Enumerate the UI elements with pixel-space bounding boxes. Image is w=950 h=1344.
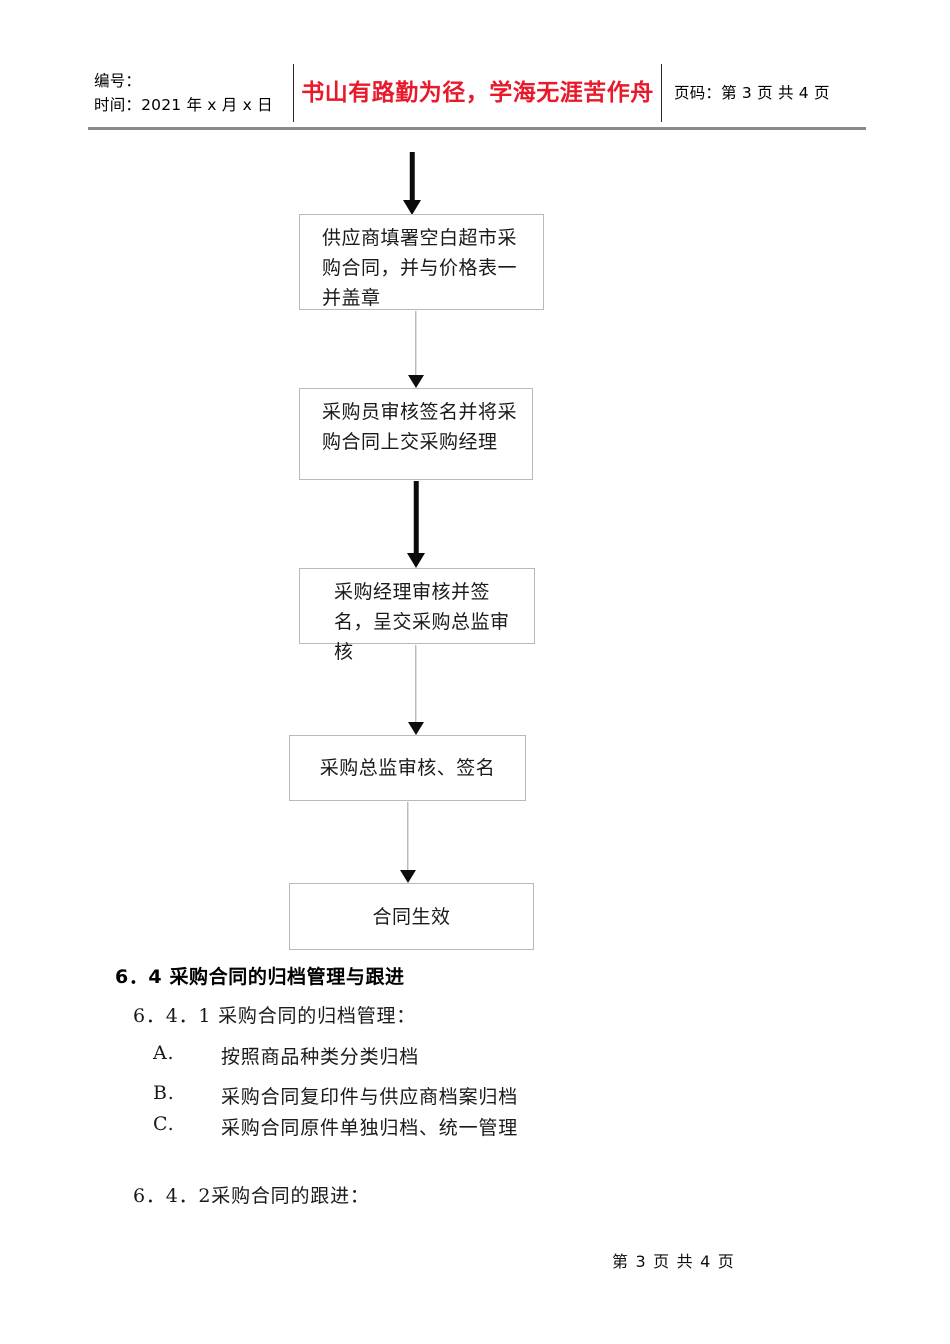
list-item: C. 采购合同原件单独归档、统一管理: [153, 1113, 518, 1140]
page-header-table: 编号： 时间：2021 年 x 月 x 日 书山有路勤为径，学海无涯苦作舟 页码…: [88, 64, 866, 122]
flow-node-label: 采购员审核签名并将采购合同上交采购经理: [322, 401, 518, 453]
flow-node-manager-review: 采购经理审核并签名，呈交采购总监审核: [299, 568, 535, 663]
flow-connector-4: [378, 802, 438, 883]
flow-node-label: 采购经理审核并签名，呈交采购总监审核: [334, 581, 510, 663]
subsection-heading-6-4-2: 6．4．2采购合同的跟进：: [133, 1185, 370, 1207]
arrowhead-down-icon: [407, 553, 425, 568]
flow-connector-1: [386, 311, 446, 388]
header-cell-pagination: 页码：第 3 页 共 4 页: [662, 64, 866, 122]
flow-connector-3: [386, 645, 446, 735]
header-page-label: 页码：第 3 页 共 4 页: [674, 84, 830, 102]
list-item-marker: C.: [153, 1113, 175, 1135]
arrowhead-down-icon: [400, 870, 416, 883]
flow-node-supplier-sign: 供应商填署空白超市采购合同，并与价格表一并盖章: [299, 214, 544, 310]
arrowhead-down-icon: [408, 375, 424, 388]
subsection-heading-6-4-1: 6．4．1 采购合同的归档管理：: [133, 1005, 417, 1027]
list-item: B. 采购合同复印件与供应商档案归档: [153, 1082, 518, 1109]
list-item-marker: A.: [153, 1042, 175, 1064]
connector-stem: [413, 481, 419, 553]
list-item-marker: B.: [153, 1082, 175, 1104]
header-cell-meta: 编号： 时间：2021 年 x 月 x 日: [88, 64, 294, 122]
list-item-text: 采购合同复印件与供应商档案归档: [221, 1086, 519, 1108]
arrowhead-down-icon: [403, 200, 421, 215]
flow-node-contract-effective: 合同生效: [289, 883, 534, 950]
list-item-text: 采购合同原件单独归档、统一管理: [221, 1117, 519, 1139]
header-serial-label: 编号：: [94, 72, 142, 90]
header-cell-motto: 书山有路勤为径，学海无涯苦作舟: [294, 64, 662, 122]
header-divider-rule: [88, 127, 866, 130]
flow-connector-2: [386, 481, 446, 568]
flow-node-label: 采购总监审核、签名: [319, 757, 496, 779]
flow-node-label: 供应商填署空白超市采购合同，并与价格表一并盖章: [322, 227, 518, 309]
flow-node-buyer-review: 采购员审核签名并将采购合同上交采购经理: [299, 388, 533, 480]
list-item: A. 按照商品种类分类归档: [153, 1042, 419, 1069]
list-item-text: 按照商品种类分类归档: [221, 1046, 420, 1068]
connector-stem: [409, 152, 415, 202]
page-footer-pagination: 第 3 页 共 4 页: [612, 1252, 735, 1271]
connector-stem: [415, 311, 417, 375]
flow-node-director-review: 采购总监审核、签名: [289, 735, 526, 801]
header-date-label: 时间：2021 年 x 月 x 日: [94, 96, 273, 114]
connector-stem: [415, 645, 417, 722]
flow-connector-incoming: [382, 152, 442, 215]
header-motto-text: 书山有路勤为径，学海无涯苦作舟: [301, 79, 654, 106]
arrowhead-down-icon: [408, 722, 424, 735]
connector-stem: [407, 802, 409, 870]
section-heading-6-4: 6．4 采购合同的归档管理与跟进: [115, 966, 405, 988]
flow-node-label: 合同生效: [372, 905, 451, 928]
